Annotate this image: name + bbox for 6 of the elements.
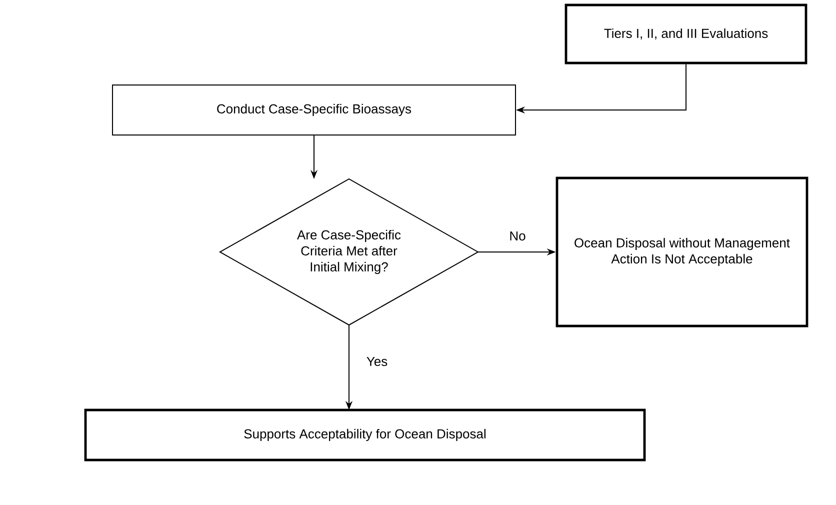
edge-label: Yes [366,356,388,366]
process-box: Conduct Case-Specific Bioassays [112,84,516,136]
edge-label: No [510,231,526,241]
process-box: Supports Acceptability for Ocean Disposal [84,408,646,462]
process-box: Ocean Disposal without Management Action Is Not Acceptable [556,176,808,328]
process-box: Tiers I, II, and III Evaluations [564,4,808,64]
